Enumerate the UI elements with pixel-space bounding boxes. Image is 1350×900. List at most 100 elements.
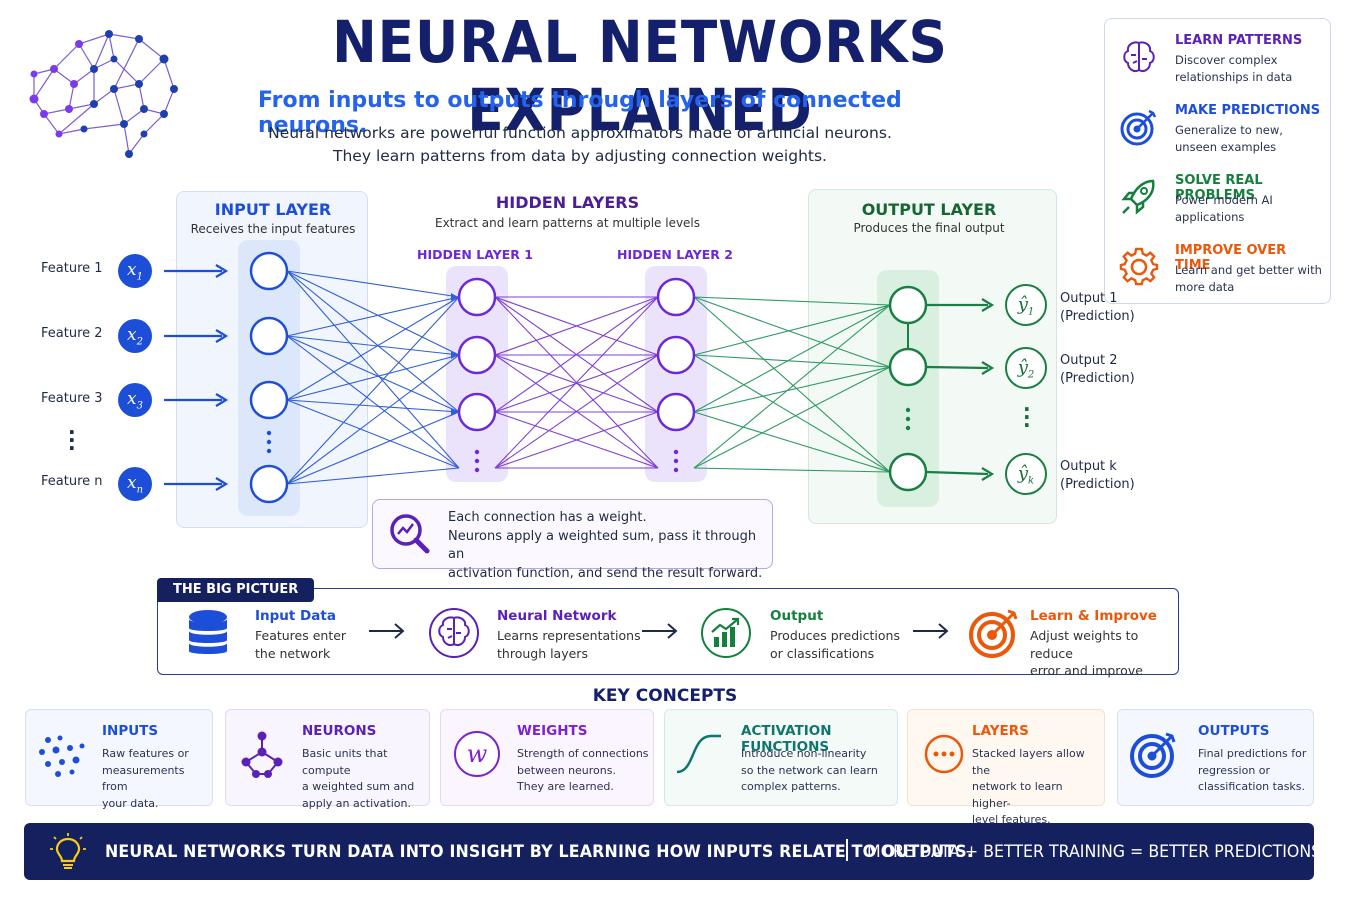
hidden-layers-title: HIDDEN LAYERS [495, 193, 640, 212]
arrowhead [981, 467, 995, 481]
output-label: Output k(Prediction) [1060, 459, 1135, 492]
connection-line [286, 354, 460, 401]
page-subtitle: From inputs to outputs through layers of… [258, 88, 902, 138]
connection-line [286, 335, 460, 356]
neuron-node [457, 392, 497, 432]
arrowhead [215, 393, 229, 407]
neuron-node [888, 452, 928, 492]
connection-line [693, 304, 891, 413]
benefit-desc: Learn and get better with more data [1175, 263, 1322, 294]
neuron-node [888, 285, 928, 325]
benefit-learn-patterns: LEARN PATTERNS Discover complex relation… [1105, 33, 1325, 95]
weight-note-line: Each connection has a weight. [448, 510, 647, 525]
arrowhead [981, 361, 995, 375]
concept-title: LAYERS [972, 723, 1029, 739]
connection-line [693, 304, 891, 356]
output-layer-title: OUTPUT LAYER [861, 200, 997, 219]
concept-title: NEURONS [302, 723, 377, 739]
connection-line [693, 304, 891, 469]
ellipsis-dot [266, 448, 272, 454]
benefit-solve-real-problems: SOLVE REAL PROBLEMS Power modern AI appl… [1105, 173, 1325, 235]
target-icon [1130, 732, 1176, 778]
connection-line [494, 296, 659, 413]
ellipsis-dot [266, 439, 272, 445]
footer-banner: NEURAL NETWORKS TURN DATA INTO INSIGHT B… [24, 823, 1321, 880]
concept-title: WEIGHTS [517, 723, 588, 739]
neuron-node [249, 464, 289, 504]
dots-icon [39, 735, 85, 777]
step-title: Output [770, 608, 824, 624]
intro-line-2: They learn patterns from data by adjusti… [333, 147, 827, 165]
footer-main-text: NEURAL NETWORKS TURN DATA INTO INSIGHT B… [105, 842, 974, 862]
arrowhead [451, 351, 458, 359]
neuron-node [249, 251, 289, 291]
brain-network-logo-icon [29, 30, 178, 158]
target-icon [969, 609, 1018, 658]
weight-note: Each connection has a weight. Neurons ap… [372, 499, 773, 581]
neuron-node [888, 347, 928, 387]
connection-line [494, 354, 659, 413]
footer-tagline: MORE DATA + BETTER TRAINING = BETTER PRE… [867, 842, 1322, 862]
connection-line [286, 467, 460, 485]
benefit-desc: Power modern AI applications [1175, 193, 1273, 224]
connection-line [286, 296, 460, 401]
connection-line [286, 354, 460, 485]
input-symbol: x2 [118, 319, 152, 353]
connection-line [693, 366, 891, 413]
connection-line [286, 335, 460, 469]
neuron-node [656, 392, 696, 432]
connection-line [693, 354, 891, 368]
network-node-icon [241, 731, 283, 778]
weight-note-line: activation function, and send the result… [448, 565, 763, 581]
feature-label: Feature 1 [41, 261, 103, 276]
neuron-node [457, 335, 497, 375]
ellipsis-dot [266, 430, 272, 436]
input-column-band [238, 240, 300, 516]
connection-line [286, 399, 460, 413]
arrowhead [981, 298, 995, 312]
concept-title: ACTIVATION FUNCTIONS [741, 723, 832, 755]
output-layer-subtitle: Produces the final output [853, 221, 1005, 235]
step-title: Neural Network [497, 608, 617, 624]
neuron-node [457, 277, 497, 317]
input-layer-subtitle: Receives the input features [190, 222, 356, 236]
connection-line [494, 296, 659, 356]
big-picture-label: THE BIG PICTUER [157, 578, 315, 602]
neuron-node [249, 380, 289, 420]
benefit-title: IMPROVE OVER TIME [1175, 243, 1287, 273]
vertical-ellipsis: ··· [1023, 397, 1031, 437]
input-symbol: x1 [118, 254, 152, 288]
arrow-right-icon [913, 623, 949, 639]
ellipsis-dot [474, 449, 480, 455]
connection-line [693, 296, 891, 368]
connection-line [693, 296, 891, 473]
benefit-title: MAKE PREDICTIONS [1175, 103, 1321, 118]
input-symbol: xn [118, 467, 152, 501]
ellipsis-dot [474, 458, 480, 464]
connection-line [693, 411, 891, 473]
benefits-panel: LEARN PATTERNS Discover complex relation… [1104, 18, 1331, 304]
output-column-band [877, 270, 939, 507]
connection-line [494, 354, 659, 469]
arrowhead [451, 293, 458, 301]
output-arrow [926, 470, 989, 476]
brain-icon [429, 608, 479, 658]
connection-line [286, 296, 460, 337]
output-label: Output 1(Prediction) [1060, 291, 1135, 324]
svg-text:w: w [467, 740, 488, 768]
